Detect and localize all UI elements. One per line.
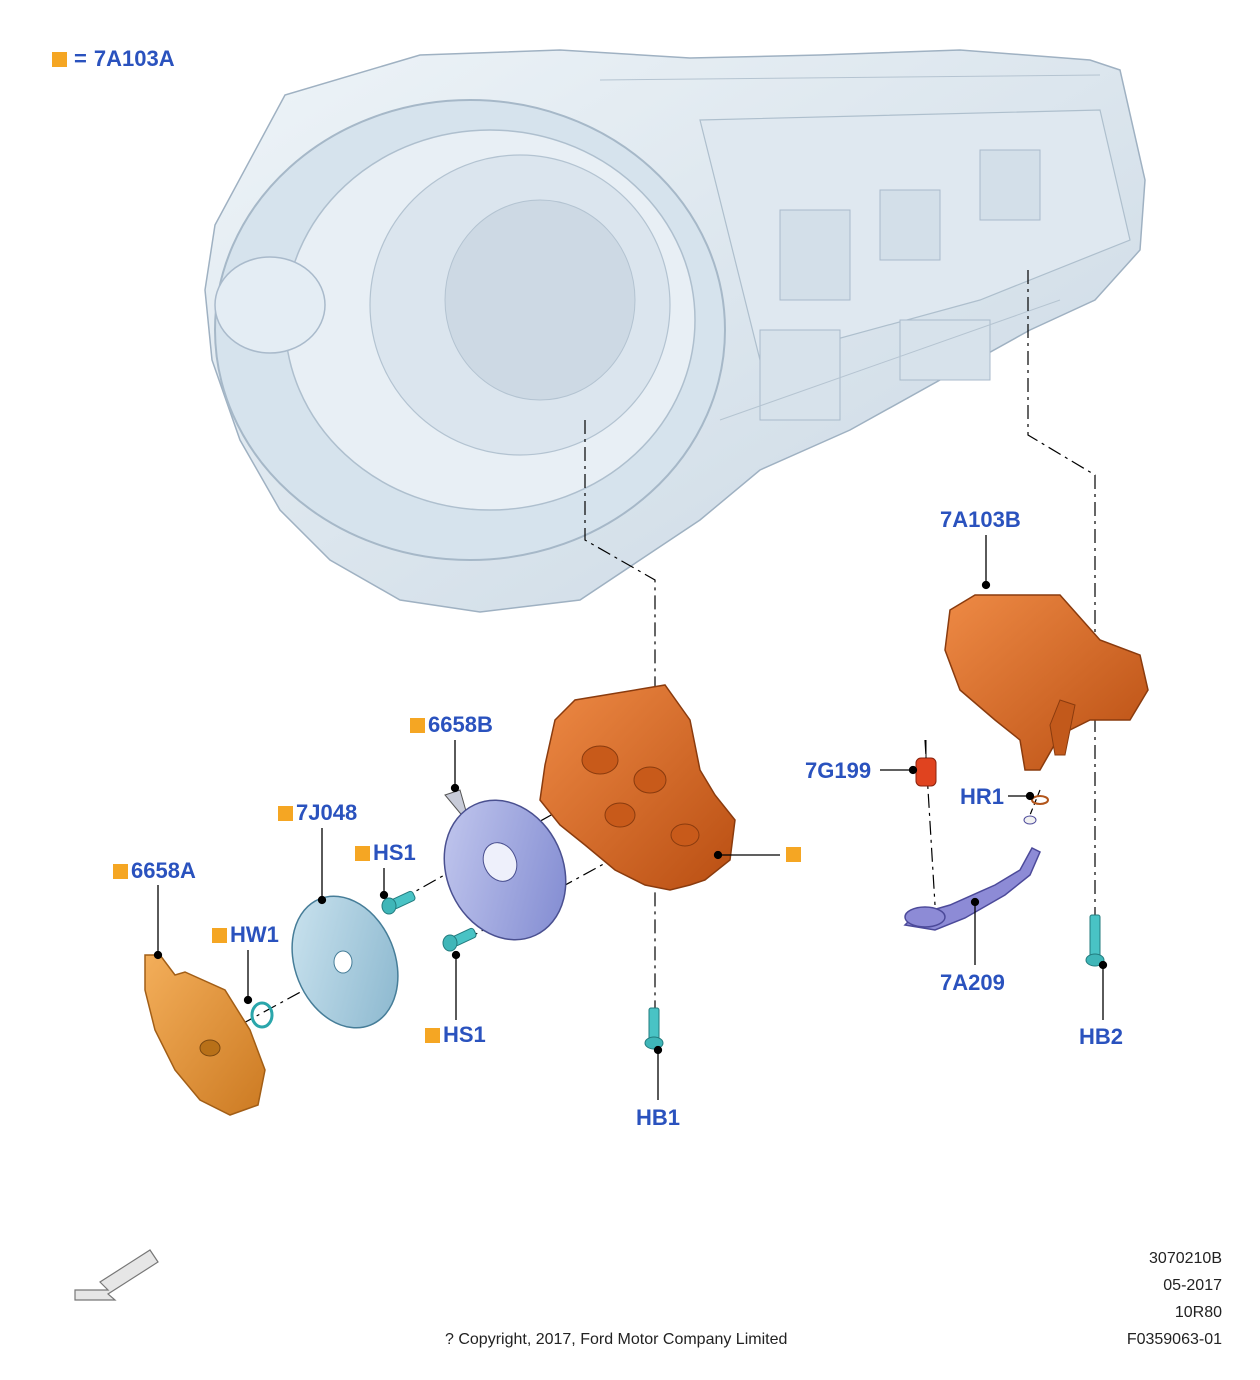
callout-7A209: 7A209: [940, 972, 1005, 994]
legend-marker: [52, 51, 67, 67]
legend-code: 7A103A: [93, 46, 175, 71]
drawing-code: 3070210B: [1149, 1250, 1222, 1267]
callout-HR1: HR1: [960, 786, 1004, 808]
callout-label: 7A103B: [940, 507, 1021, 532]
drawing-model: 10R80: [1174, 1304, 1222, 1321]
callout-label: 6658B: [428, 712, 493, 737]
part-7G199: [915, 740, 937, 787]
callout-label: 7J048: [296, 800, 358, 825]
part-6658A: [144, 954, 266, 1116]
callout-leaders: [153, 535, 1108, 1100]
copyright-notice: ? Copyright, 2017, Ford Motor Company Li…: [445, 1331, 788, 1348]
legend-equals: =: [74, 46, 87, 71]
marker-square: [355, 845, 370, 861]
part-6658B: [443, 789, 567, 941]
callout-label: HB1: [636, 1105, 681, 1130]
callout-7A103B: 7A103B: [940, 509, 1021, 531]
marker-square: [113, 863, 128, 879]
part-HR1: [1031, 795, 1049, 805]
callout-7G199: 7G199: [805, 760, 871, 782]
callout-6658B: 6658B: [410, 714, 493, 736]
callout-HW1: HW1: [212, 924, 279, 946]
callout-label: 6658A: [131, 858, 196, 883]
drawing-date: 05-2017: [1163, 1277, 1222, 1294]
callout-label: HW1: [230, 922, 279, 947]
part-HB2-bolt: [1085, 914, 1105, 967]
marker-square: [425, 1027, 440, 1043]
part-HS1-bottom-bolt: [442, 927, 477, 952]
marker-square: [410, 717, 425, 733]
transmission-housing: [204, 49, 1146, 613]
part-HB1-bolt: [644, 1007, 664, 1050]
callout-center-marker: [786, 847, 801, 862]
callout-HB2: HB2: [1079, 1026, 1123, 1048]
callout-HB1: HB1: [636, 1107, 680, 1129]
callout-HS1-bottom: HS1: [425, 1024, 486, 1046]
callout-6658A: 6658A: [113, 860, 196, 882]
callout-label: HB2: [1079, 1024, 1124, 1049]
part-HW1: [250, 1001, 274, 1029]
part-7A209: [903, 815, 1041, 931]
callout-7J048: 7J048: [278, 802, 357, 824]
legend: = 7A103A: [52, 48, 175, 70]
callout-label: 7G199: [805, 758, 872, 783]
callout-label: HS1: [443, 1022, 486, 1047]
figure-number: F0359063-01: [1126, 1331, 1222, 1348]
marker-square: [278, 805, 293, 821]
part-HS1-top-bolt: [381, 890, 416, 915]
callout-label: HR1: [960, 784, 1005, 809]
callout-label: 7A209: [940, 970, 1005, 995]
callout-label: HS1: [373, 840, 416, 865]
marker-square: [786, 847, 801, 862]
callout-HS1-top: HS1: [355, 842, 416, 864]
part-center-pump-assembly: [539, 684, 736, 891]
part-7A103B: [944, 594, 1149, 771]
marker-square: [212, 927, 227, 943]
direction-arrow-icon: [74, 1249, 159, 1301]
